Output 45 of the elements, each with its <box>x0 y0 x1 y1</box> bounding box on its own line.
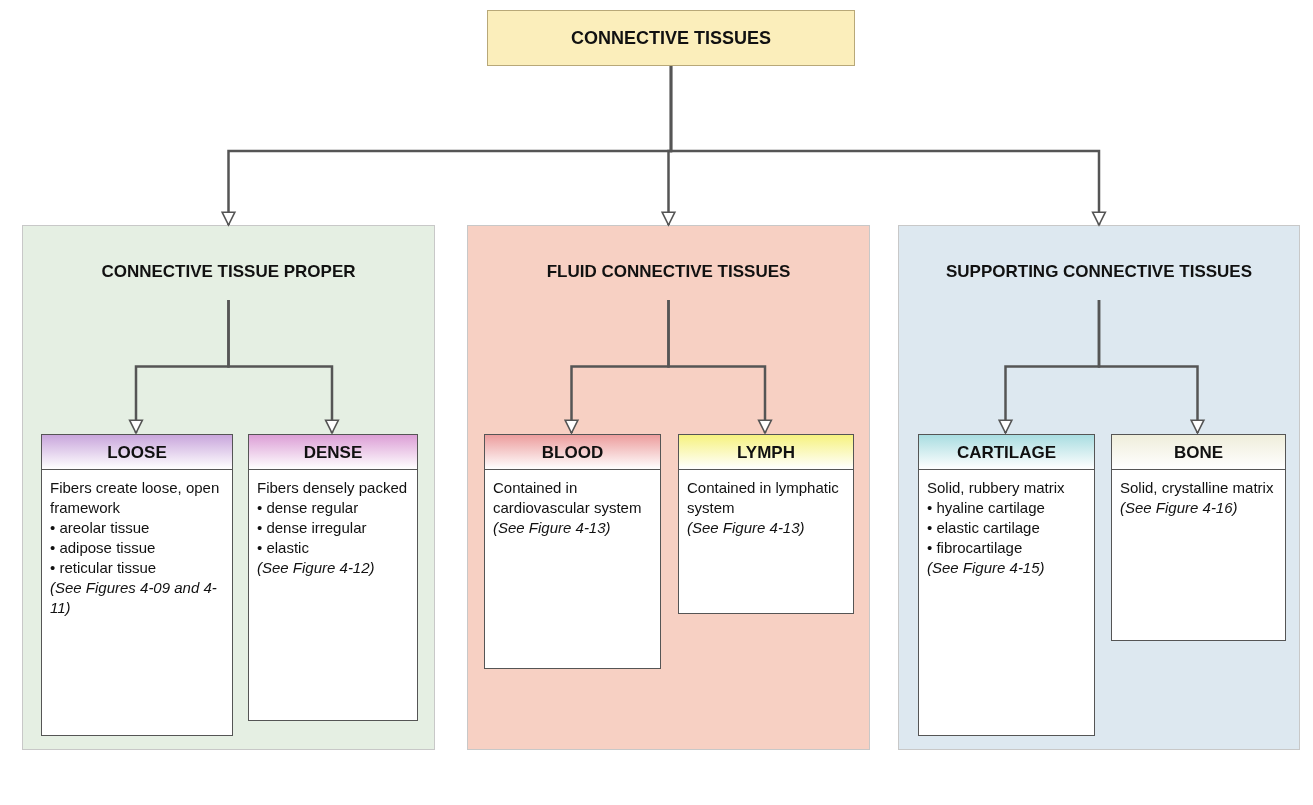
description-text: Contained in lymphatic system <box>686 478 840 518</box>
description-text: • hyaline cartilage <box>926 498 1046 518</box>
arrow <box>667 300 773 434</box>
group-panel <box>467 225 870 750</box>
figure-reference: (See Figure 4-15) <box>926 558 1046 578</box>
box-title: CONNECTIVE TISSUES <box>571 27 771 49</box>
group-panel <box>22 225 435 750</box>
panel-title: SUPPORTING CONNECTIVE TISSUES <box>944 262 1253 282</box>
description-text: Fibers densely packed <box>256 478 409 498</box>
description-text: • dense regular <box>256 498 360 518</box>
arrow <box>669 66 1107 226</box>
card-heading: DENSE <box>249 435 417 470</box>
description-text: Fibers create loose, open framework <box>49 478 221 518</box>
tissue-card <box>1111 434 1286 641</box>
figure-reference: (See Figure 4-12) <box>256 558 376 578</box>
figure-reference: (See Figure 4-13) <box>492 518 612 538</box>
description-text: • reticular tissue <box>49 558 158 578</box>
tissue-card <box>484 434 661 669</box>
description-text: • adipose tissue <box>49 538 157 558</box>
tissue-card <box>41 434 233 736</box>
card-heading: BLOOD <box>485 435 660 470</box>
arrow <box>227 300 340 434</box>
description-text: • elastic <box>256 538 310 558</box>
card-heading: LOOSE <box>42 435 232 470</box>
card-heading: BONE <box>1112 435 1285 470</box>
tissue-card <box>918 434 1095 736</box>
figure-reference: (See Figure 4-13) <box>686 518 806 538</box>
group-panel <box>898 225 1300 750</box>
description-text: • dense irregular <box>256 518 368 538</box>
figure-reference: (See Figure 4-16) <box>1119 498 1239 518</box>
panel-title: FLUID CONNECTIVE TISSUES <box>545 262 792 282</box>
category-box <box>487 10 855 66</box>
arrow <box>1097 300 1205 434</box>
description-text: Solid, crystalline matrix <box>1119 478 1275 498</box>
tissue-card <box>248 434 418 721</box>
figure-reference: (See Figures 4-09 and 4-11) <box>49 578 218 618</box>
description-text: • elastic cartilage <box>926 518 1041 538</box>
description-text: Contained in cardiovascular system <box>492 478 643 518</box>
tissue-card <box>678 434 854 614</box>
card-heading: LYMPH <box>679 435 853 470</box>
card-heading: CARTILAGE <box>919 435 1094 470</box>
description-text: Solid, rubbery matrix <box>926 478 1066 498</box>
description-text: • fibrocartilage <box>926 538 1024 558</box>
panel-title: CONNECTIVE TISSUE PROPER <box>100 262 357 282</box>
description-text: • areolar tissue <box>49 518 151 538</box>
